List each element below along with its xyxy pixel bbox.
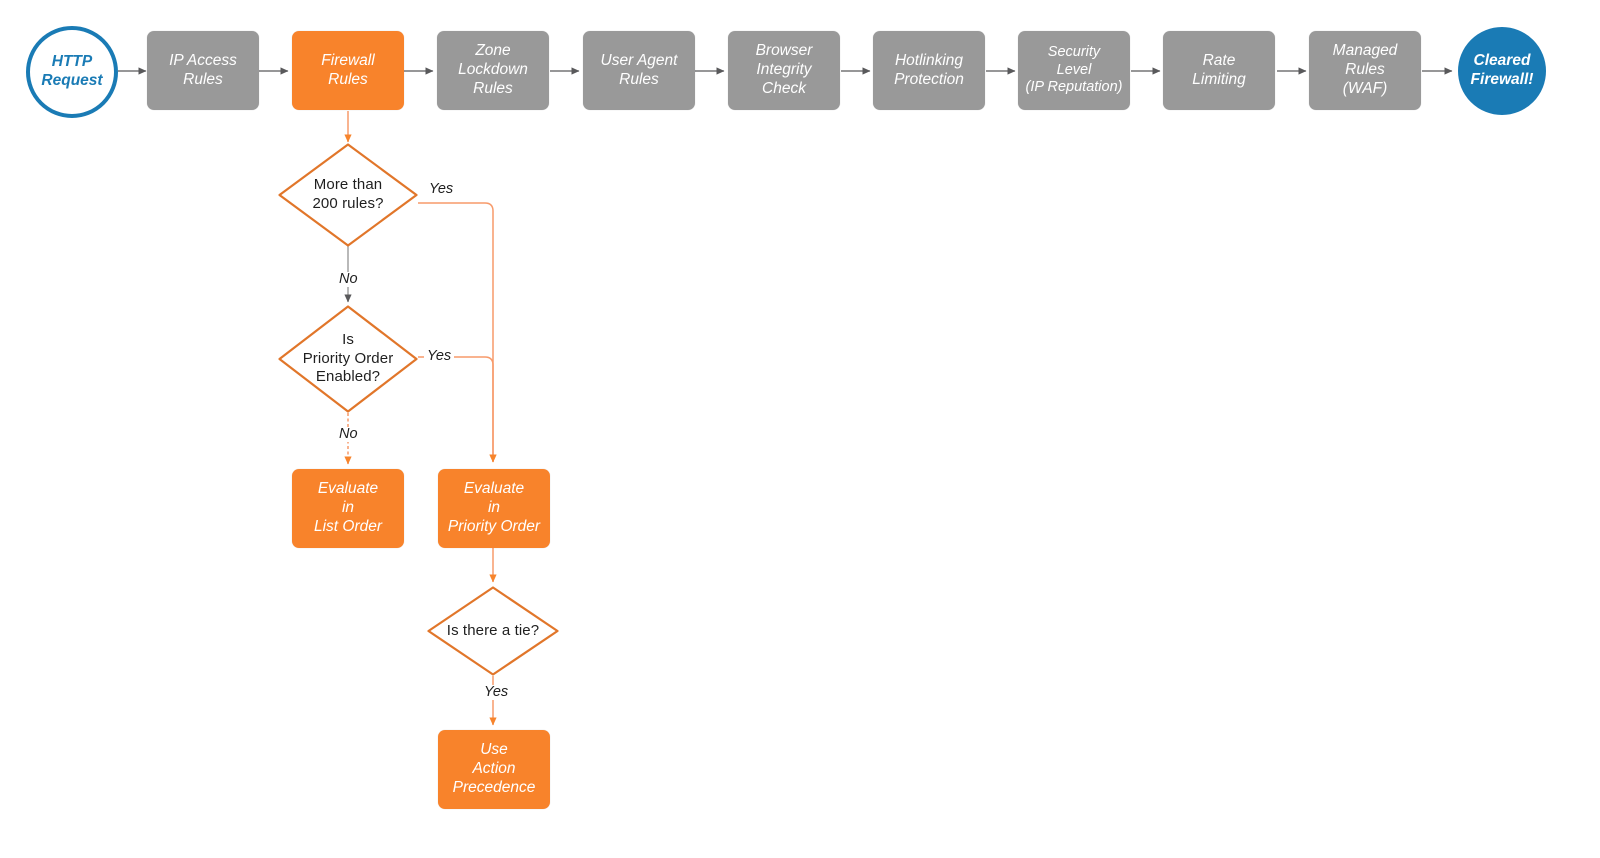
use-action-precedence-line-2: Action — [472, 760, 516, 778]
zone-lockdown-line-3: Rules — [473, 79, 513, 97]
node-zone-lockdown-rules[interactable]: Zone Lockdown Rules — [437, 31, 549, 110]
node-evaluate-in-priority-order[interactable]: Evaluate in Priority Order — [438, 469, 550, 548]
decision-priority-line-1: Is — [342, 331, 354, 349]
decision-200rules-line-1: More than — [313, 176, 383, 194]
decision-is-there-a-tie[interactable]: Is there a tie? — [427, 586, 559, 676]
node-managed-rules-waf[interactable]: Managed Rules (WAF) — [1309, 31, 1421, 110]
edge-label-priority-yes: Yes — [424, 349, 455, 364]
evaluate-list-order-line-3: List Order — [313, 517, 383, 535]
evaluate-priority-order-line-1: Evaluate — [463, 480, 525, 498]
node-hotlinking-protection[interactable]: Hotlinking Protection — [873, 31, 985, 110]
edge-label-200rules-no: No — [336, 272, 361, 287]
node-use-action-precedence[interactable]: Use Action Precedence — [438, 730, 550, 809]
security-level-line-3: (IP Reputation) — [1025, 79, 1123, 96]
evaluate-priority-order-line-3: Priority Order — [447, 517, 541, 535]
use-action-precedence-line-3: Precedence — [452, 778, 536, 796]
diamond-shape-200rules — [278, 143, 418, 247]
firewall-rules-line-2: Rules — [328, 70, 368, 88]
cleared-firewall-line-2: Firewall! — [1470, 71, 1534, 88]
user-agent-line-2: Rules — [619, 70, 659, 88]
edge-200rules-yes — [418, 202, 497, 463]
decision-200rules-text: More than 200 rules? — [278, 143, 418, 247]
zone-lockdown-line-1: Zone — [475, 42, 511, 60]
use-action-precedence-line-1: Use — [480, 741, 508, 759]
node-ip-access-rules[interactable]: IP Access Rules — [147, 31, 259, 110]
browser-integrity-line-2: Integrity — [756, 61, 812, 79]
ip-access-rules-line-2: Rules — [183, 70, 223, 88]
node-user-agent-rules[interactable]: User Agent Rules — [583, 31, 695, 110]
http-request-line-2: Request — [41, 72, 103, 89]
edge-label-200rules-yes: Yes — [426, 182, 457, 197]
rate-limiting-line-2: Limiting — [1192, 70, 1246, 88]
decision-tie-text: Is there a tie? — [427, 586, 559, 676]
browser-integrity-line-1: Browser — [755, 42, 813, 60]
decision-priority-line-3: Enabled? — [315, 368, 381, 386]
decision-priority-order-text: Is Priority Order Enabled? — [278, 305, 418, 413]
hotlinking-line-2: Protection — [894, 70, 964, 88]
node-browser-integrity-check[interactable]: Browser Integrity Check — [728, 31, 840, 110]
node-firewall-rules[interactable]: Firewall Rules — [292, 31, 404, 110]
browser-integrity-line-3: Check — [762, 79, 806, 97]
decision-tie-line-1: Is there a tie? — [446, 621, 540, 639]
user-agent-line-1: User Agent — [600, 51, 678, 69]
http-request-line-1: HTTP — [51, 53, 93, 71]
edge-label-priority-no: No — [336, 427, 361, 442]
diamond-shape-priority-order — [278, 305, 418, 413]
zone-lockdown-line-2: Lockdown — [458, 61, 528, 79]
cleared-firewall-line-1: Cleared — [1473, 52, 1531, 70]
decision-is-priority-order-enabled[interactable]: Is Priority Order Enabled? — [278, 305, 418, 413]
security-level-line-2: Level — [1056, 61, 1092, 78]
node-cleared-firewall[interactable]: Cleared Firewall! — [1458, 27, 1546, 115]
ip-access-rules-line-1: IP Access — [169, 51, 237, 69]
managed-rules-line-1: Managed — [1332, 42, 1398, 60]
node-http-request[interactable]: HTTP Request — [26, 26, 118, 118]
node-evaluate-in-list-order[interactable]: Evaluate in List Order — [292, 469, 404, 548]
managed-rules-line-3: (WAF) — [1342, 79, 1388, 97]
evaluate-priority-order-line-2: in — [487, 499, 501, 517]
security-level-line-1: Security — [1047, 43, 1101, 60]
evaluate-list-order-line-1: Evaluate — [317, 480, 379, 498]
diamond-shape-tie — [427, 586, 559, 676]
firewall-rules-line-1: Firewall — [321, 51, 375, 69]
rate-limiting-line-1: Rate — [1202, 51, 1236, 69]
node-rate-limiting[interactable]: Rate Limiting — [1163, 31, 1275, 110]
decision-more-than-200-rules[interactable]: More than 200 rules? — [278, 143, 418, 247]
evaluate-list-order-line-2: in — [341, 499, 355, 517]
node-security-level[interactable]: Security Level (IP Reputation) — [1018, 31, 1130, 110]
managed-rules-line-2: Rules — [1345, 61, 1385, 79]
hotlinking-line-1: Hotlinking — [894, 51, 964, 69]
decision-priority-line-2: Priority Order — [302, 349, 394, 367]
edge-label-tie-yes: Yes — [481, 685, 512, 700]
decision-200rules-line-2: 200 rules? — [312, 195, 384, 212]
edge-priority-yes — [418, 356, 497, 463]
